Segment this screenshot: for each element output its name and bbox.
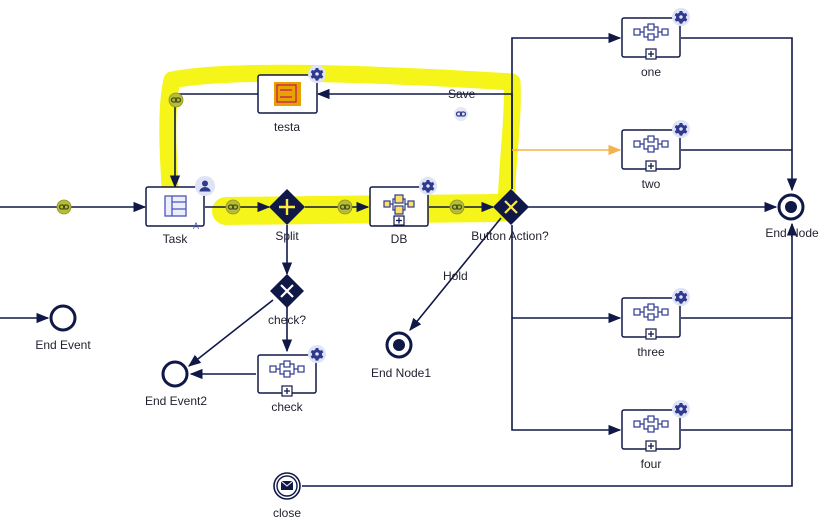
- link-icon[interactable]: [168, 92, 184, 108]
- database-service-icon: [383, 194, 415, 215]
- flow-testa-to-task[interactable]: [169, 93, 258, 189]
- split-gateway[interactable]: [269, 189, 305, 225]
- check-gateway[interactable]: [270, 274, 304, 308]
- gear-icon[interactable]: [672, 288, 690, 306]
- link-icon[interactable]: [56, 199, 72, 215]
- end-event-label: End Event: [35, 338, 91, 352]
- link-icon[interactable]: [449, 199, 465, 215]
- three-label: three: [637, 345, 665, 359]
- four-node[interactable]: [621, 400, 690, 452]
- check-gateway-label: check?: [268, 313, 306, 327]
- end-node-label: End Node: [765, 226, 819, 240]
- form-icon: A: [164, 195, 199, 231]
- close-icon: [280, 284, 294, 298]
- end-node[interactable]: [777, 193, 805, 221]
- three-node[interactable]: [621, 288, 690, 340]
- gear-icon[interactable]: [672, 120, 690, 138]
- flow-check-gateway-to-end-event2[interactable]: [187, 299, 274, 367]
- close-event[interactable]: [273, 472, 301, 500]
- split-label: Split: [275, 229, 299, 243]
- flow-to-four[interactable]: [511, 318, 622, 436]
- gear-icon[interactable]: [672, 400, 690, 418]
- flow-label-save: Save: [448, 87, 476, 101]
- link-icon[interactable]: [225, 199, 241, 215]
- close-label: close: [273, 506, 301, 520]
- gear-icon[interactable]: [419, 177, 437, 195]
- task-label: Task: [163, 232, 189, 246]
- testa-node[interactable]: [257, 65, 326, 114]
- flow-to-one[interactable]: [511, 32, 622, 189]
- end-event2[interactable]: [161, 360, 189, 388]
- plus-icon: [279, 199, 295, 215]
- end-event2-label: End Event2: [145, 394, 207, 408]
- one-node[interactable]: [621, 8, 690, 60]
- end-event[interactable]: [49, 304, 77, 332]
- two-node[interactable]: [621, 120, 690, 172]
- gear-icon[interactable]: [308, 345, 326, 363]
- flow-save[interactable]: [316, 88, 513, 189]
- gear-icon[interactable]: [308, 65, 326, 83]
- two-label: two: [642, 177, 661, 191]
- svg-text:A: A: [193, 221, 199, 231]
- check-node[interactable]: [257, 345, 326, 397]
- close-icon: [504, 200, 518, 214]
- button-action-gateway[interactable]: [493, 189, 529, 225]
- link-icon[interactable]: [454, 107, 468, 121]
- user-icon: [195, 176, 215, 196]
- one-label: one: [641, 65, 661, 79]
- testa-label: testa: [274, 120, 300, 134]
- link-icon[interactable]: [337, 199, 353, 215]
- db-label: DB: [391, 232, 408, 246]
- end-node1[interactable]: [385, 331, 413, 359]
- script-icon: [274, 82, 301, 106]
- flow-close-to-end[interactable]: [302, 222, 798, 487]
- gear-icon[interactable]: [672, 8, 690, 26]
- db-node[interactable]: [369, 177, 437, 227]
- flow-one-to-end[interactable]: [681, 37, 798, 192]
- flow-hold[interactable]: [409, 217, 502, 331]
- button-action-label: Button Action?: [471, 229, 549, 243]
- envelope-icon: [280, 480, 294, 490]
- sequence-flows: [0, 32, 798, 487]
- task-node[interactable]: A: [145, 176, 215, 231]
- four-label: four: [641, 457, 662, 471]
- end-node1-label: End Node1: [371, 366, 431, 380]
- check-label: check: [271, 400, 303, 414]
- flow-label-hold: Hold: [443, 269, 468, 283]
